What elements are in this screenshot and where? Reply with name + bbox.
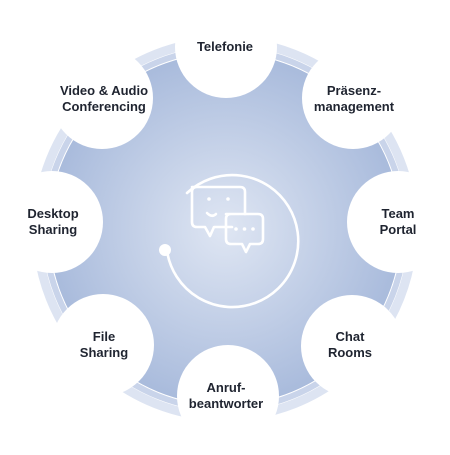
node-label-chat-rooms: Chat Rooms xyxy=(327,329,373,360)
typing-dot-3 xyxy=(251,227,255,231)
face-bubble xyxy=(190,185,247,238)
orbit-dot xyxy=(159,244,171,256)
orbit-arc xyxy=(165,173,300,309)
node-label-team-portal: Team Portal xyxy=(379,206,417,237)
node-circle-video-audio-conferencing xyxy=(51,47,153,149)
node-circle-desktop-sharing xyxy=(1,171,103,273)
node-circle-file-sharing xyxy=(52,294,154,396)
face-eye-right xyxy=(226,197,230,201)
node-label-video-audio-conferencing: Video & Audio Conferencing xyxy=(59,83,149,114)
node-circles xyxy=(1,0,449,447)
dots-bubble xyxy=(224,212,265,254)
face-smile xyxy=(205,211,218,218)
typing-dot-1 xyxy=(234,227,238,231)
node-circle-praesenzmanagement xyxy=(302,47,404,149)
node-label-file-sharing: File Sharing xyxy=(79,329,129,360)
node-circle-anrufbeantworter xyxy=(177,345,279,447)
node-label-desktop-sharing: Desktop Sharing xyxy=(27,206,79,237)
node-circle-telefonie xyxy=(175,0,277,98)
node-label-praesenzmanagement: Präsenz- management xyxy=(313,83,395,114)
node-circle-chat-rooms xyxy=(301,295,403,397)
node-label-anrufbeantworter: Anruf- beantworter xyxy=(188,380,264,411)
typing-dot-2 xyxy=(242,227,247,231)
node-label-telefonie: Telefonie xyxy=(196,39,254,54)
node-circle-team-portal xyxy=(347,171,449,273)
chat-bubbles-icon xyxy=(159,173,300,309)
face-eye-left xyxy=(207,197,211,201)
